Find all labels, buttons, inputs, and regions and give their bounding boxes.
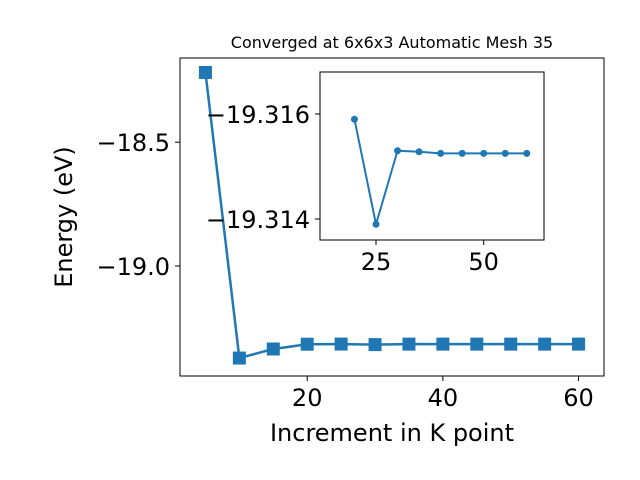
data-point xyxy=(402,337,416,351)
inset-series xyxy=(350,115,531,228)
inset-plot: 25 50 −19.316 −19.314 xyxy=(206,71,545,276)
data-point xyxy=(372,220,380,228)
data-point xyxy=(232,351,246,365)
main-x-ticks: 20 40 60 xyxy=(292,376,594,412)
data-point xyxy=(501,149,509,157)
data-point xyxy=(538,337,552,351)
chart-title: Converged at 6x6x3 Automatic Mesh 35 xyxy=(231,33,553,52)
main-series xyxy=(198,65,586,365)
data-point xyxy=(350,115,358,123)
data-point xyxy=(504,337,518,351)
inset-plot-background xyxy=(320,72,544,240)
data-point xyxy=(436,337,450,351)
main-y-ticks: −18.5 −19.0 xyxy=(96,129,180,281)
data-point xyxy=(480,149,488,157)
data-point xyxy=(300,337,314,351)
x-tick-label: 60 xyxy=(563,384,594,412)
y-tick-label: −18.5 xyxy=(96,129,170,157)
y-axis-label: Energy (eV) xyxy=(50,146,78,288)
data-point xyxy=(572,337,586,351)
main-plot-frame xyxy=(179,57,605,377)
data-point xyxy=(334,337,348,351)
x-axis-label: Increment in K point xyxy=(270,419,514,447)
data-point xyxy=(198,65,212,79)
data-point xyxy=(523,149,531,157)
y-tick-label: −19.314 xyxy=(206,206,310,234)
y-tick-label: −19.0 xyxy=(96,253,170,281)
x-tick-label: 50 xyxy=(468,248,499,276)
y-tick-label: −19.316 xyxy=(206,101,310,129)
data-point xyxy=(266,342,280,356)
inset-y-ticks: −19.316 −19.314 xyxy=(206,101,320,234)
inset-plot-frame xyxy=(319,71,545,241)
data-point xyxy=(415,148,423,156)
inset-x-ticks: 25 50 xyxy=(361,240,499,276)
data-point xyxy=(458,149,466,157)
data-point xyxy=(470,337,484,351)
x-tick-label: 25 xyxy=(361,248,392,276)
main-plot: 20 40 60 −18.5 −19.0 xyxy=(96,57,605,412)
data-point xyxy=(394,147,402,155)
x-tick-label: 40 xyxy=(428,384,459,412)
data-point xyxy=(368,338,382,352)
data-point xyxy=(437,149,445,157)
x-tick-label: 20 xyxy=(292,384,323,412)
